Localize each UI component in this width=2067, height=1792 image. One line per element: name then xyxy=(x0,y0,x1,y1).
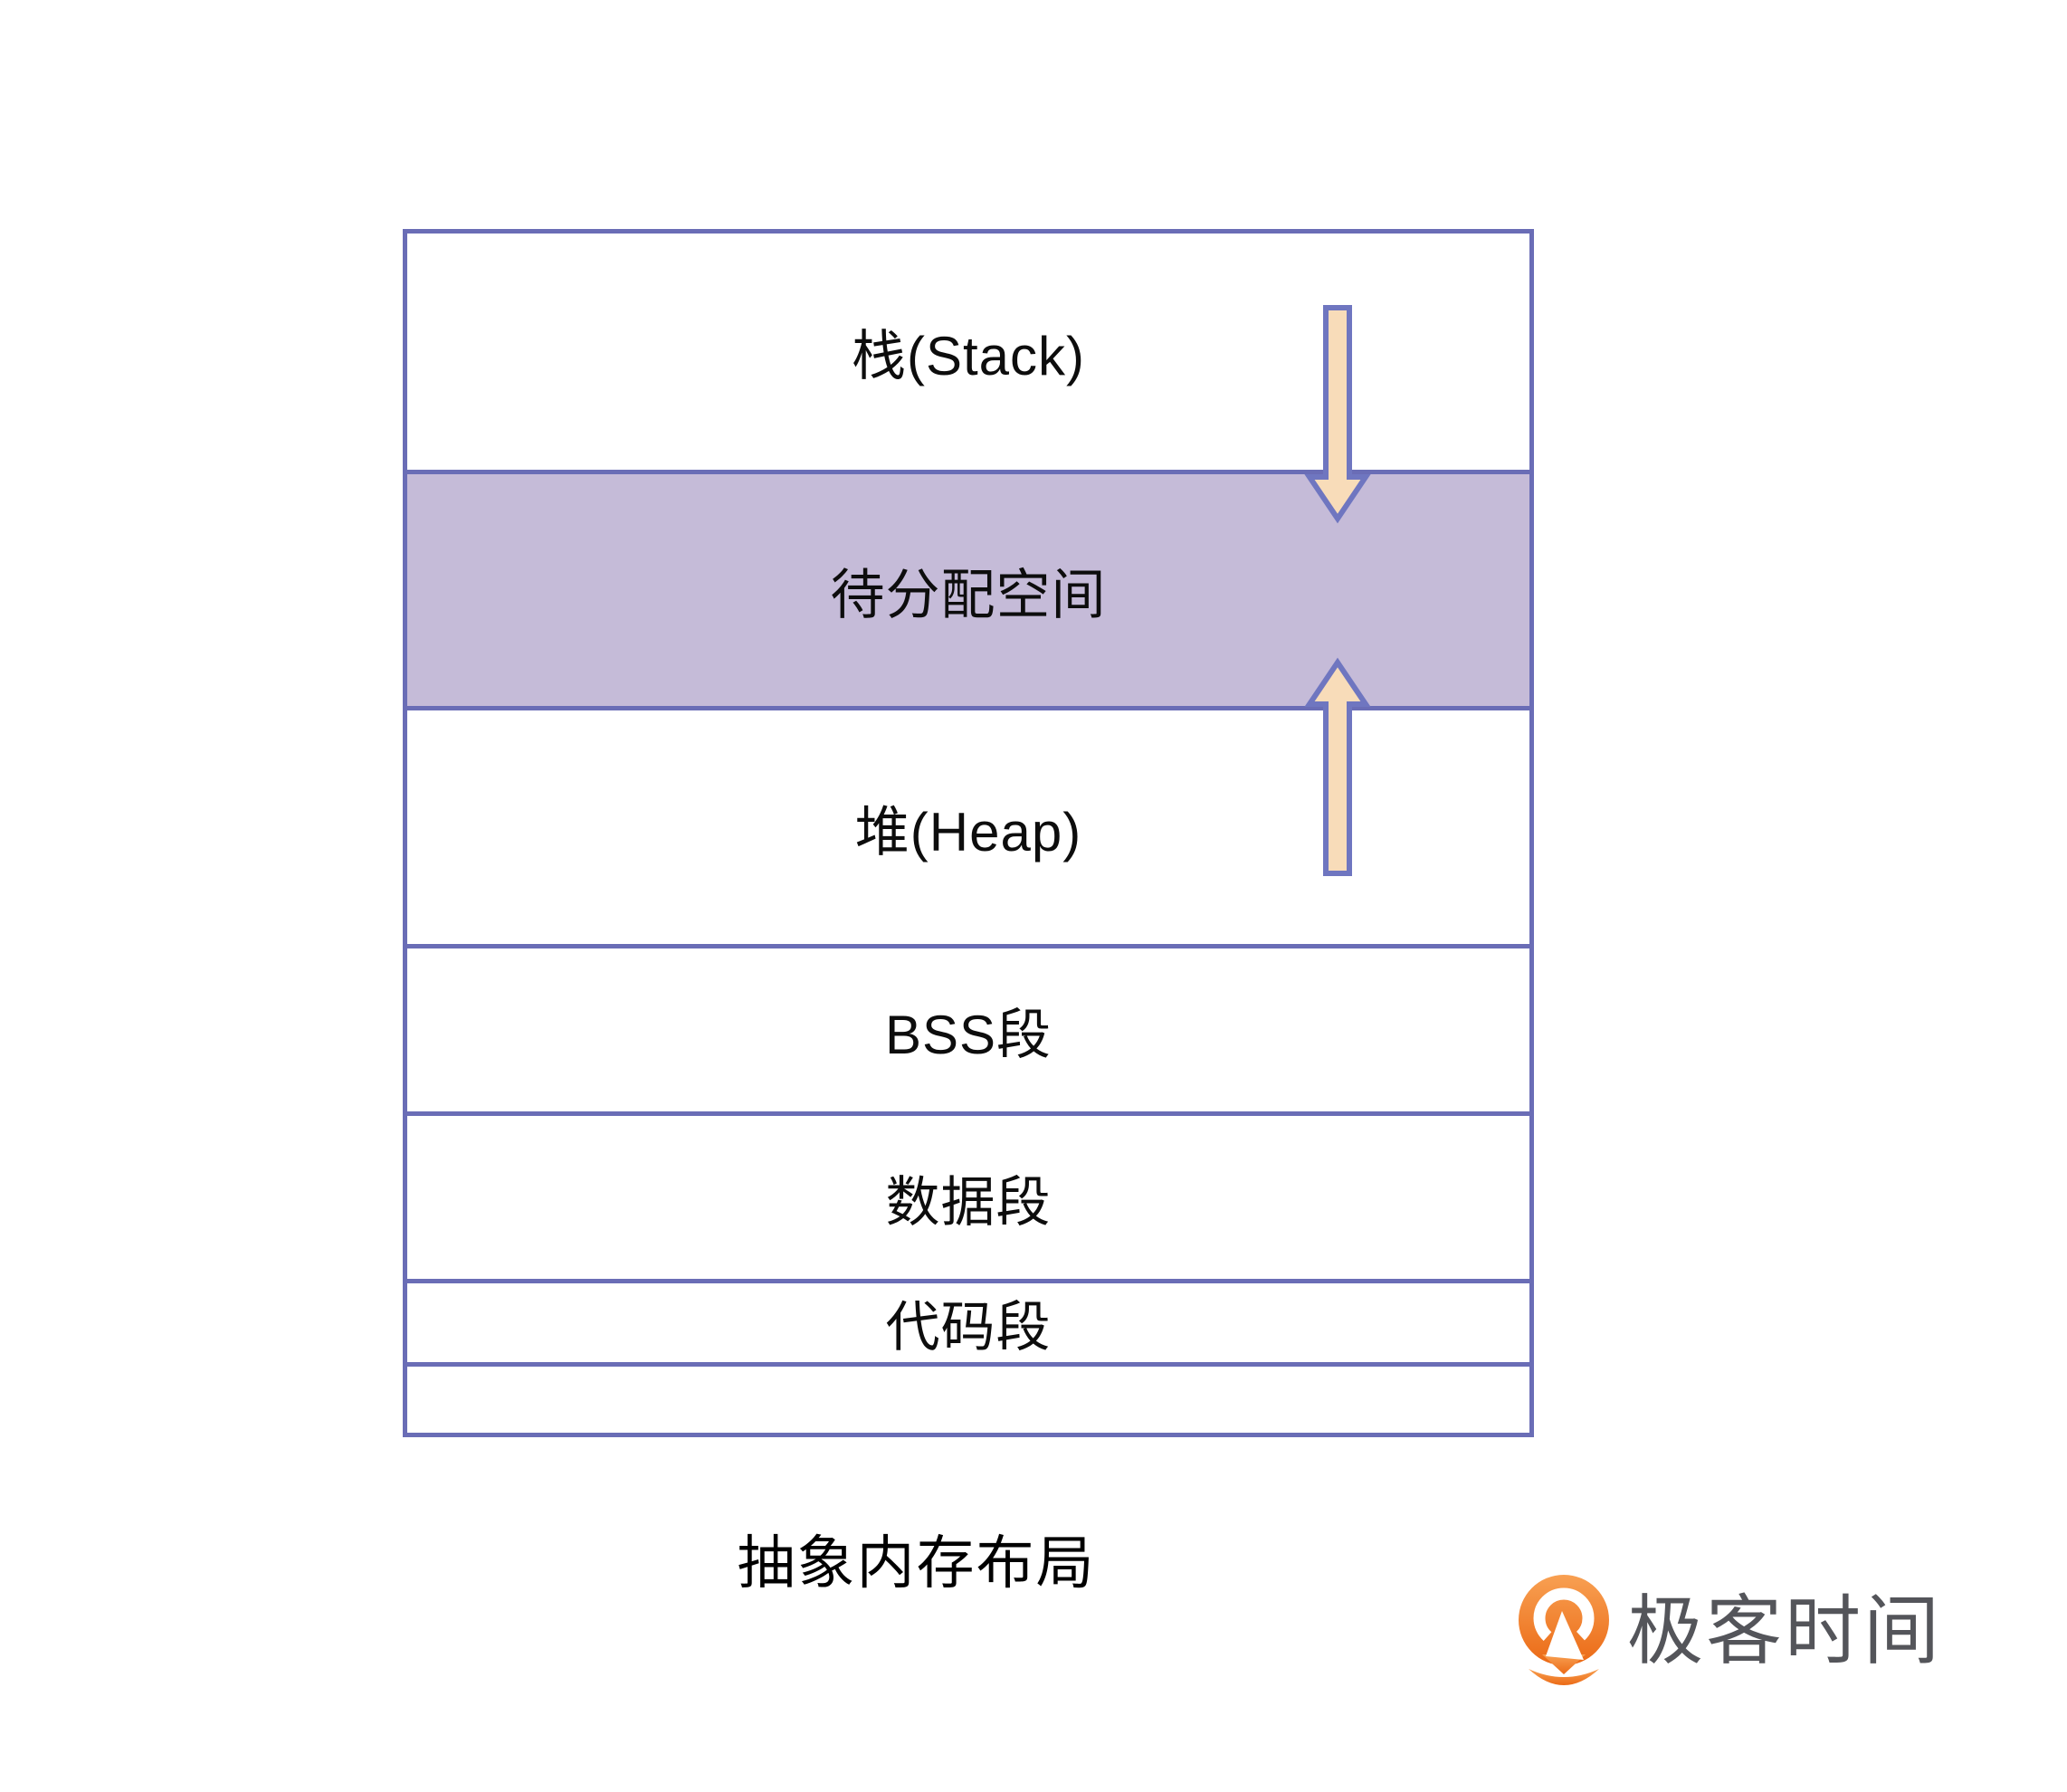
segment-bss: BSS段 xyxy=(407,948,1529,1116)
segment-free-space-label: 待分配空间 xyxy=(830,564,1107,625)
logo-q-ring xyxy=(1533,1587,1595,1649)
geektime-logo: 极客时间 xyxy=(1517,1573,1942,1691)
segment-heap-label: 堆(Heap) xyxy=(854,801,1082,863)
segment-bss-label: BSS段 xyxy=(884,1004,1053,1065)
segment-data: 数据段 xyxy=(407,1116,1529,1283)
segment-code-label: 代码段 xyxy=(885,1297,1052,1358)
geektime-wordmark: 极客时间 xyxy=(1627,1588,1943,1673)
segment-code: 代码段 xyxy=(407,1283,1529,1367)
logo-smile-swoosh xyxy=(1529,1669,1599,1685)
segment-stack-label: 栈(Stack) xyxy=(851,326,1086,386)
memory-layout-box: 栈(Stack) 待分配空间 堆(Heap) BSS段 数据段 代码段 xyxy=(403,229,1534,1437)
heap-growth-arrow-up-icon xyxy=(1304,657,1371,876)
logo-pin-tip xyxy=(1542,1654,1586,1674)
logo-q-needle xyxy=(1546,1611,1584,1660)
diagram-caption: 抽象内存布局 xyxy=(737,1530,1096,1596)
geektime-q-icon xyxy=(1519,1575,1609,1685)
stack-growth-arrow-down-icon xyxy=(1304,305,1371,524)
segment-data-label: 数据段 xyxy=(885,1171,1052,1233)
